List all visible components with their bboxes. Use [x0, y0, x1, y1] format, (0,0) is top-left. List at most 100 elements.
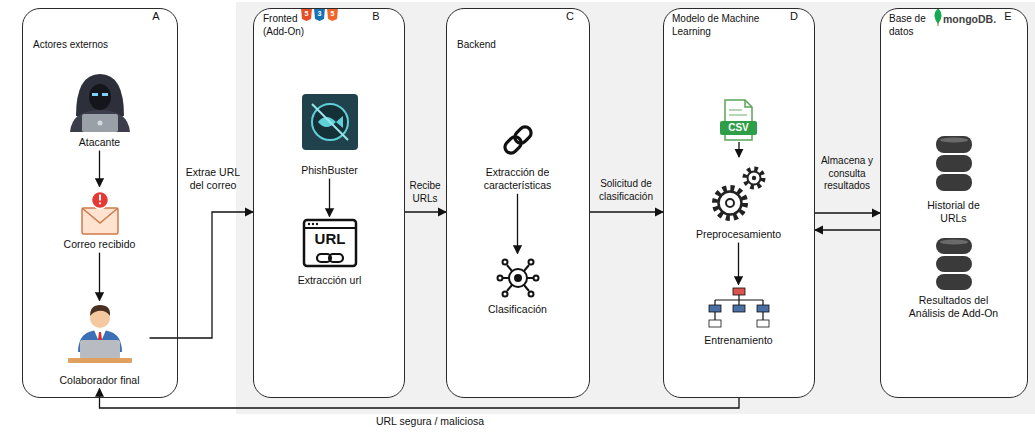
flow-arrow: [405, 211, 446, 212]
panel-title: Backend: [457, 39, 557, 52]
mail-icon-part: [82, 208, 118, 234]
panel-letter: E: [1001, 10, 1015, 24]
frame-ground: [236, 2, 1035, 414]
node-label: Entrenamiento: [684, 334, 794, 347]
panel-box: BackendExtracción de característicasClas…: [446, 8, 590, 398]
hacker-icon-part: [98, 121, 103, 126]
hacker-icon-part: [70, 110, 130, 132]
gears-icon: [715, 169, 763, 218]
flow-arrow: [815, 229, 880, 230]
brand-name: mongoDB.: [943, 13, 1005, 26]
classifier-icon-part: [503, 277, 509, 279]
node-label: Extracción url: [290, 274, 370, 287]
hacker-icon-part: [102, 93, 108, 96]
phishbuster-logo: [302, 94, 358, 150]
tree-icon-part: [709, 320, 721, 327]
classifier-icon-part: [498, 276, 503, 281]
panel-box: Modelo de Machine LearningPreprocesamien…: [663, 8, 815, 398]
icon-node: PhishBuster: [280, 94, 380, 177]
classifier-icon-part: [507, 265, 512, 271]
hacker-icon-part: [82, 114, 118, 132]
classifier-icon-part: [529, 292, 534, 297]
classifier-icon-part: [524, 265, 529, 271]
panel-grounds-part: [446, 8, 590, 398]
gears-icon-part: [726, 199, 734, 207]
node-label: Correo recibido: [55, 238, 145, 251]
arrow-label: Extrae URL del correo: [182, 166, 244, 192]
csv-file-icon: [720, 100, 757, 157]
panel-box: Actores externosAtacanteCorreo recibidoC…: [22, 8, 178, 398]
phishbuster-logo-part: [302, 94, 358, 150]
icon-node: Preprocesamiento: [679, 160, 799, 241]
classifier-icon-part: [515, 275, 521, 281]
url-window-icon-part: [308, 223, 310, 225]
html-css-icons-part: [301, 8, 312, 21]
database-icon: [936, 238, 972, 290]
tree-icon-part: [714, 312, 715, 320]
database-icon-part: [936, 274, 972, 290]
arrow-label: URL segura / maliciosa: [350, 415, 510, 428]
link-icon-part: [502, 134, 523, 155]
icon-node: Extracción de características: [463, 122, 573, 192]
url-window-icon: [304, 220, 356, 266]
panel-grounds-part: [253, 8, 405, 398]
classifier-icon-part: [509, 269, 527, 287]
csv-file-icon-part: [729, 114, 747, 116]
panel-grounds-part: [22, 8, 178, 398]
csv-file-icon-part: [745, 100, 752, 107]
mail-icon-part: [99, 195, 101, 201]
icon-node: Historial de URLs: [919, 133, 989, 225]
hacker-icon-part: [76, 74, 124, 116]
css-badge-number: 3: [314, 10, 325, 19]
node-label: Colaborador final: [50, 374, 150, 387]
flow-arrow: [590, 211, 663, 212]
classifier-icon-part: [527, 277, 533, 279]
tree-icon-part: [762, 312, 763, 320]
classifier-icon-part: [503, 260, 508, 265]
url-window-icon-part: [329, 254, 343, 262]
html-badge-number: 5: [301, 10, 312, 19]
tree-icon: [709, 288, 769, 327]
flow-arrow: [329, 179, 330, 217]
panel-letter: C: [563, 10, 577, 24]
panel-letter: A: [149, 10, 163, 24]
node-label: Historial de URLs: [919, 199, 989, 225]
classifier-icon-part: [524, 285, 529, 291]
csv-icon-text: CSV: [720, 122, 757, 135]
icon-node: Colaborador final: [50, 302, 150, 387]
classifier-icon-part: [503, 292, 508, 297]
phishbuster-logo-part: [336, 116, 343, 128]
mongodb-leaf: [935, 8, 942, 26]
classifier-icon-part: [507, 285, 512, 291]
icon-node: Atacante: [55, 72, 145, 149]
tree-icon-part: [733, 288, 745, 295]
gears-icon-part: [745, 169, 763, 187]
html-css-icons-part: [314, 8, 325, 21]
hacker-icon-part: [89, 84, 111, 110]
panel-grounds: [22, 8, 1028, 398]
tree-icon-part: [757, 320, 769, 327]
csv-file-icon-part: [729, 109, 742, 111]
panel-title: Base de datos: [889, 13, 937, 38]
icon-node: Correo recibido: [55, 188, 145, 251]
panel-title: Actores externos: [33, 39, 163, 52]
database-icon-part: [936, 256, 972, 272]
icon-node: Resultados del Análisis de Add-On: [901, 236, 1006, 320]
tree-icon-part: [757, 305, 769, 312]
flow-arrow: [100, 389, 740, 408]
panel-title: Fronted (Add-On): [263, 13, 309, 38]
node-label: Resultados del Análisis de Add-On: [901, 294, 1006, 320]
csv-file-icon-part: [720, 121, 757, 135]
database-icon-part: [936, 136, 972, 153]
hacker-icon: [70, 74, 130, 132]
tree-icon-part: [738, 295, 739, 300]
employee-icon-part: [80, 340, 120, 359]
hacker-icon-part: [92, 93, 98, 96]
flow-arrow: [99, 253, 100, 301]
html-css-icons: [301, 8, 338, 21]
tree-icon-part: [709, 305, 721, 312]
mail-icon-part: [82, 208, 118, 223]
panel-title: Modelo de Machine Learning: [672, 13, 772, 38]
node-label: Preprocesamiento: [679, 228, 799, 241]
